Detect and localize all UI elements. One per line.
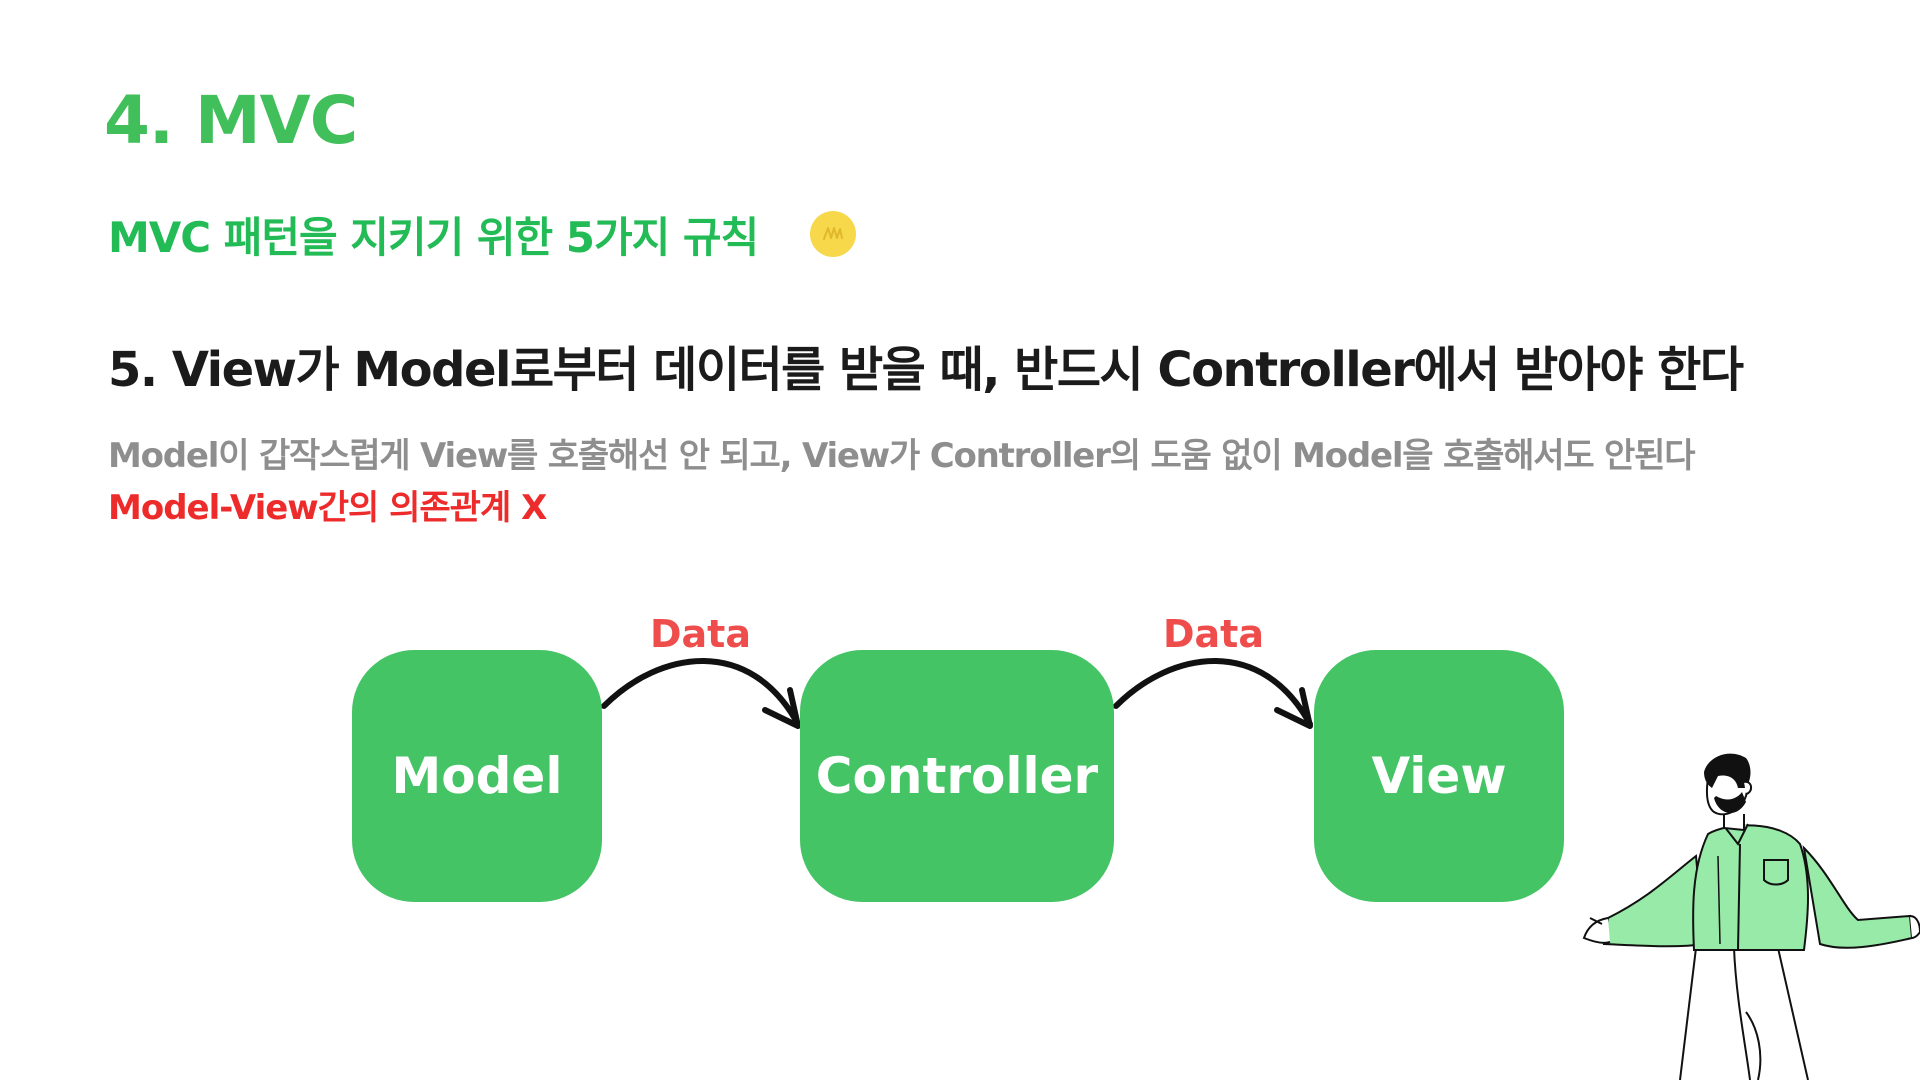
view-node: View: [1314, 650, 1564, 902]
rule-heading: 5. View가 Model로부터 데이터를 받을 때, 반드시 Control…: [108, 342, 1744, 398]
scribble-sticker-icon: [810, 211, 857, 257]
arrow-controller-to-view: [1113, 658, 1313, 729]
section-title: 4. MVC: [104, 82, 358, 159]
edge-label-model-controller: Data: [650, 612, 751, 656]
subtitle: MVC 패턴을 지키기 위한 5가지 규칙: [108, 212, 759, 262]
edge-label-controller-view: Data: [1163, 612, 1264, 656]
controller-node-label: Controller: [815, 747, 1099, 805]
model-node: Model: [352, 650, 602, 902]
shrugging-person-icon: [1582, 753, 1920, 1080]
view-node-label: View: [1371, 747, 1507, 805]
rule-description: Model이 갑작스럽게 View를 호출해선 안 되고, View가 Cont…: [108, 436, 1695, 476]
model-node-label: Model: [391, 747, 563, 805]
subtitle-row: MVC 패턴을 지키기 위한 5가지 규칙: [108, 204, 857, 264]
dependency-note: Model-View간의 의존관계 X: [108, 488, 547, 528]
controller-node: Controller: [800, 650, 1114, 902]
arrow-model-to-controller: [601, 658, 801, 729]
